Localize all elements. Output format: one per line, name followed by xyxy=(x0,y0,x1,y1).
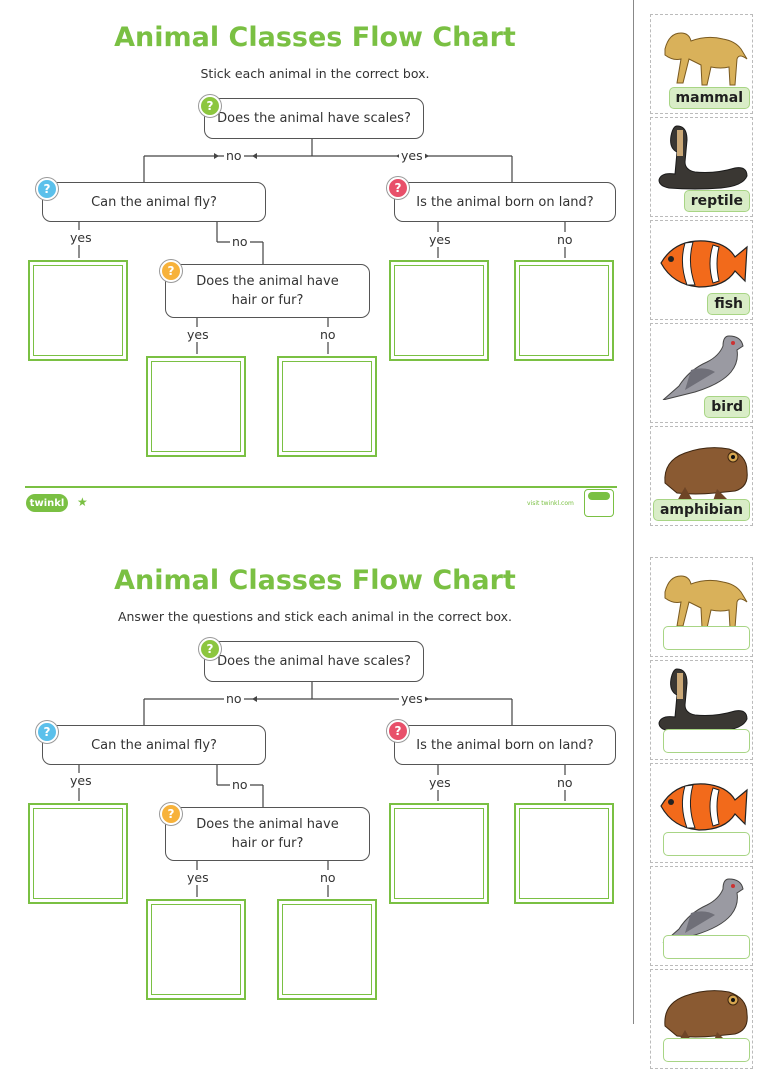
no-label: no xyxy=(555,232,575,247)
blank-label-field[interactable] xyxy=(663,729,750,753)
lion-icon xyxy=(655,562,750,634)
clownfish-icon xyxy=(655,225,750,297)
animal-card-4[interactable]: bird xyxy=(650,323,753,423)
animal-card-1[interactable]: mammal xyxy=(650,14,753,114)
answer-box-reptile[interactable] xyxy=(389,803,489,904)
blank-label-field[interactable] xyxy=(663,1038,750,1062)
question-text: Does the animal have scales? xyxy=(217,109,411,128)
answer-box-bird[interactable] xyxy=(28,803,128,904)
yes-label: yes xyxy=(427,232,453,247)
instruction-text: Stick each animal in the correct box. xyxy=(0,66,630,81)
cut-line xyxy=(633,0,634,1024)
answer-box-bird[interactable] xyxy=(28,260,128,361)
instruction-text: Answer the questions and stick each anim… xyxy=(0,609,630,624)
yes-label: yes xyxy=(185,870,211,885)
answer-box-amphibian[interactable] xyxy=(514,803,614,904)
animal-class-label: fish xyxy=(707,293,750,315)
question-scales: Does the animal have scales? xyxy=(204,641,424,682)
quality-badge-icon xyxy=(584,489,614,517)
worksheet-top: Animal Classes Flow Chart Stick each ani… xyxy=(0,0,630,540)
page-title: Animal Classes Flow Chart xyxy=(0,565,630,596)
lion-icon xyxy=(655,19,750,91)
question-fly: Can the animal fly? xyxy=(42,182,266,222)
yes-label: yes xyxy=(427,775,453,790)
question-text: Is the animal born on land? xyxy=(416,736,593,755)
question-mark-icon: ? xyxy=(387,177,409,199)
animal-class-label: amphibian xyxy=(653,499,750,521)
toad-icon xyxy=(655,974,750,1046)
answer-box-amphibian[interactable] xyxy=(514,260,614,361)
yes-label: yes xyxy=(185,327,211,342)
cobra-icon xyxy=(655,122,750,194)
question-hair-fur: Does the animal have hair or fur? xyxy=(165,807,370,861)
no-label: no xyxy=(230,777,250,792)
footer-divider xyxy=(25,486,617,488)
pigeon-icon xyxy=(655,328,750,400)
question-mark-icon: ? xyxy=(160,803,182,825)
question-text: Can the animal fly? xyxy=(91,736,217,755)
question-text: Can the animal fly? xyxy=(91,193,217,212)
question-text: Does the animal have hair or fur? xyxy=(193,272,343,310)
question-fly: Can the animal fly? xyxy=(42,725,266,765)
question-mark-icon: ? xyxy=(199,638,221,660)
animal-card-4[interactable] xyxy=(650,866,753,966)
no-label: no xyxy=(555,775,575,790)
animal-class-label: reptile xyxy=(684,190,750,212)
answer-box-fish[interactable] xyxy=(277,356,377,457)
question-mark-icon: ? xyxy=(36,721,58,743)
answer-box-fish[interactable] xyxy=(277,899,377,1000)
blank-label-field[interactable] xyxy=(663,626,750,650)
animal-card-3[interactable] xyxy=(650,763,753,863)
question-text: Does the animal have scales? xyxy=(217,652,411,671)
question-mark-icon: ? xyxy=(199,95,221,117)
animal-class-label: mammal xyxy=(669,87,750,109)
no-label: no xyxy=(318,870,338,885)
clownfish-icon xyxy=(655,768,750,840)
animal-card-5[interactable]: amphibian xyxy=(650,426,753,526)
answer-box-reptile[interactable] xyxy=(389,260,489,361)
blank-label-field[interactable] xyxy=(663,832,750,856)
yes-label: yes xyxy=(68,230,94,245)
no-label: no xyxy=(230,234,250,249)
cobra-icon xyxy=(655,665,750,737)
no-label: no xyxy=(224,148,244,163)
no-label: no xyxy=(318,327,338,342)
question-mark-icon: ? xyxy=(36,178,58,200)
worksheet-bottom: Animal Classes Flow Chart Answer the que… xyxy=(0,543,630,1083)
animal-card-3[interactable]: fish xyxy=(650,220,753,320)
question-hair-fur: Does the animal have hair or fur? xyxy=(165,264,370,318)
question-text: Does the animal have hair or fur? xyxy=(193,815,343,853)
animal-card-2[interactable]: reptile xyxy=(650,117,753,217)
question-born-on-land: Is the animal born on land? xyxy=(394,725,616,765)
yes-label: yes xyxy=(399,148,425,163)
toad-icon xyxy=(655,431,750,503)
answer-box-mammal[interactable] xyxy=(146,899,246,1000)
question-born-on-land: Is the animal born on land? xyxy=(394,182,616,222)
animal-card-1[interactable] xyxy=(650,557,753,657)
answer-box-mammal[interactable] xyxy=(146,356,246,457)
yes-label: yes xyxy=(399,691,425,706)
twinkl-logo: twinkl xyxy=(26,494,68,512)
animal-card-5[interactable] xyxy=(650,969,753,1069)
animal-class-label: bird xyxy=(704,396,750,418)
animal-card-2[interactable] xyxy=(650,660,753,760)
page-title: Animal Classes Flow Chart xyxy=(0,22,630,53)
yes-label: yes xyxy=(68,773,94,788)
question-scales: Does the animal have scales? xyxy=(204,98,424,139)
question-mark-icon: ? xyxy=(387,720,409,742)
pigeon-icon xyxy=(655,871,750,943)
question-mark-icon: ? xyxy=(160,260,182,282)
no-label: no xyxy=(224,691,244,706)
star-icon: ★ xyxy=(77,495,88,509)
blank-label-field[interactable] xyxy=(663,935,750,959)
visit-link: visit twinkl.com xyxy=(527,500,574,507)
question-text: Is the animal born on land? xyxy=(416,193,593,212)
